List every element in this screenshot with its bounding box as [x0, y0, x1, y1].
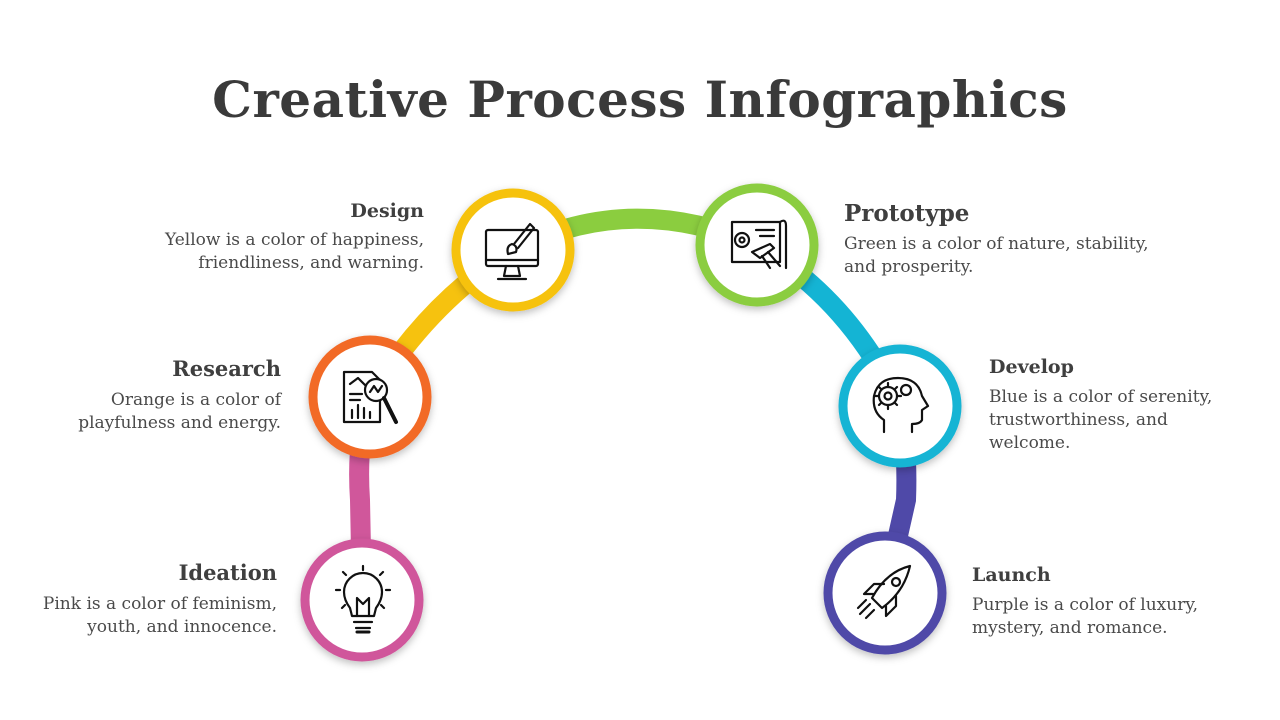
lightbulb-icon: [334, 564, 392, 634]
step-title: Research: [172, 356, 281, 381]
step-launch: Launch Purple is a color of luxury, myst…: [972, 564, 1222, 640]
step-prototype: Prototype Green is a color of nature, st…: [844, 200, 1164, 279]
step-develop: Develop Blue is a color of serenity, tru…: [989, 356, 1229, 455]
step-design: Design Yellow is a color of happiness, f…: [150, 200, 424, 275]
launch-node: [823, 531, 947, 655]
research-node: [308, 335, 432, 459]
step-description: Orange is a color of playfulness and ene…: [78, 390, 281, 433]
step-description: Purple is a color of luxury, mystery, an…: [972, 595, 1199, 638]
step-title: Develop: [989, 356, 1074, 378]
step-title: Prototype: [844, 200, 970, 227]
step-ideation: Ideation Pink is a color of feminism, yo…: [30, 560, 277, 639]
prototype-node: [695, 183, 819, 307]
ideation-node: [300, 538, 424, 662]
step-description: Yellow is a color of happiness, friendli…: [164, 230, 424, 273]
head-gear-icon: [872, 376, 930, 434]
step-research: Research Orange is a color of playfulnes…: [60, 356, 281, 435]
step-title: Design: [350, 200, 424, 222]
rocket-icon: [856, 564, 912, 620]
research-document-icon: [342, 370, 398, 424]
step-description: Green is a color of nature, stability, a…: [844, 234, 1149, 277]
monitor-paintbrush-icon: [484, 222, 540, 281]
step-description: Blue is a color of serenity, trustworthi…: [989, 387, 1213, 453]
step-description: Pink is a color of feminism, youth, and …: [42, 594, 277, 637]
develop-node: [838, 344, 962, 468]
blueprint-icon: [730, 219, 788, 270]
step-title: Launch: [972, 564, 1051, 586]
step-title: Ideation: [178, 560, 277, 585]
design-node: [451, 188, 575, 312]
page-title: Creative Process Infographics: [212, 70, 1068, 129]
